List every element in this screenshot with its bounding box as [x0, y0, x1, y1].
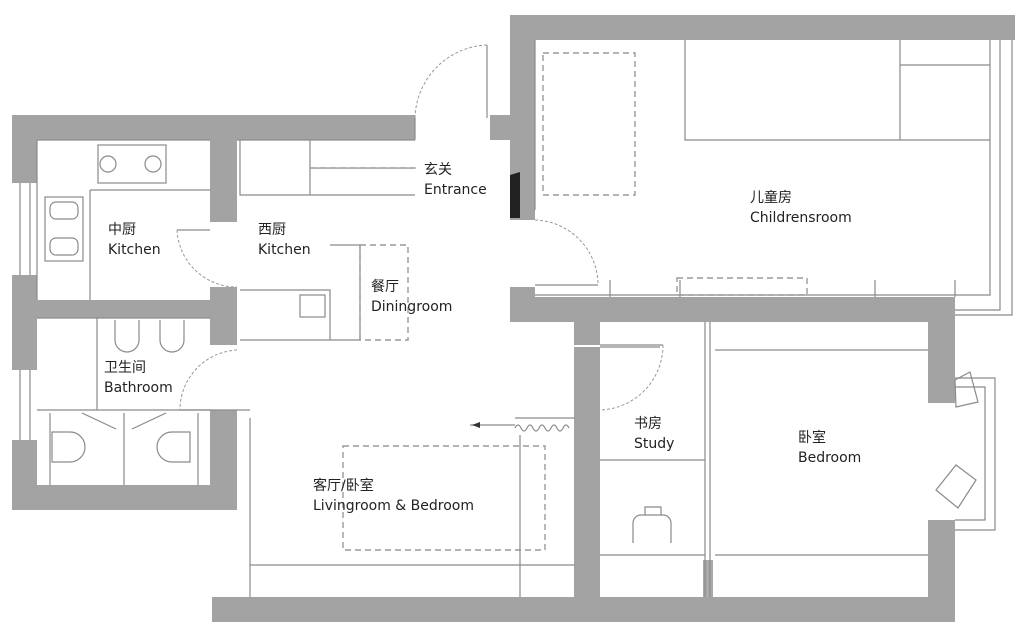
- wall: [574, 322, 600, 345]
- room-label-entrance: 玄关 Entrance: [424, 160, 487, 200]
- wall: [12, 485, 237, 510]
- walls: [12, 15, 1015, 622]
- room-label-livingroom: 客厅/卧室 Livingroom & Bedroom: [313, 476, 474, 516]
- room-name-en: Livingroom & Bedroom: [313, 498, 474, 514]
- room-label-childrensroom: 儿童房 Childrensroom: [750, 188, 852, 228]
- wall: [928, 520, 955, 622]
- wall: [490, 115, 510, 140]
- room-name-en: Kitchen: [258, 242, 311, 258]
- room-label-bedroom: 卧室 Bedroom: [798, 428, 861, 468]
- room-label-study: 书房 Study: [634, 414, 674, 454]
- room-name-zh: 玄关: [424, 162, 452, 178]
- wall: [510, 287, 535, 322]
- room-name-en: Diningroom: [371, 299, 453, 315]
- wall: [210, 140, 237, 222]
- room-label-chinese-kitchen: 中厨 Kitchen: [108, 220, 161, 260]
- room-name-en: Bathroom: [104, 380, 173, 396]
- wall: [212, 597, 955, 622]
- room-name-zh: 卧室: [798, 430, 826, 446]
- room-name-en: Childrensroom: [750, 210, 852, 226]
- room-name-zh: 儿童房: [750, 190, 792, 206]
- partition: [703, 560, 713, 597]
- wall: [12, 300, 237, 318]
- room-label-bathroom: 卫生间 Bathroom: [104, 358, 173, 398]
- wall: [210, 287, 237, 345]
- doors: [176, 44, 664, 411]
- wall: [12, 275, 37, 370]
- wall: [510, 15, 1015, 40]
- fixtures: [19, 40, 1013, 597]
- room-name-zh: 书房: [634, 416, 662, 432]
- room-name-en: Entrance: [424, 182, 487, 198]
- wall: [12, 115, 37, 183]
- room-name-en: Study: [634, 436, 675, 452]
- room-name-zh: 中厨: [108, 222, 136, 238]
- wall: [928, 297, 955, 403]
- wall: [574, 347, 600, 597]
- room-label-diningroom: 餐厅 Diningroom: [371, 277, 452, 317]
- room-name-en: Kitchen: [108, 242, 161, 258]
- room-label-western-kitchen: 西厨 Kitchen: [258, 220, 311, 260]
- room-name-zh: 客厅/卧室: [313, 478, 374, 494]
- wall: [510, 297, 955, 322]
- room-name-zh: 西厨: [258, 222, 286, 238]
- room-name-zh: 餐厅: [371, 279, 399, 295]
- room-name-zh: 卫生间: [104, 360, 146, 376]
- wall: [12, 115, 415, 140]
- room-name-en: Bedroom: [798, 450, 862, 466]
